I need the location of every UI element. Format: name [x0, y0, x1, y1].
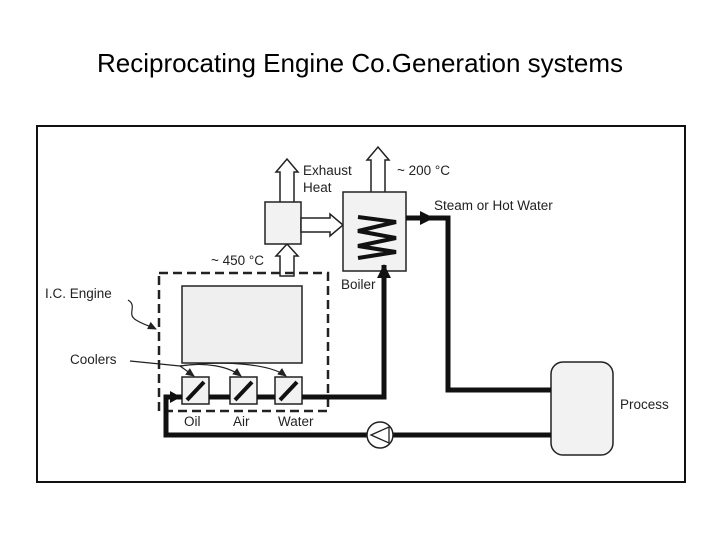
label-air: Air: [233, 414, 250, 429]
boiler-stack-arrow: [365, 145, 391, 194]
coolers-leader-line: [129, 360, 181, 367]
cooler-oil: [181, 376, 210, 405]
coolers-leader-branch-2: [179, 363, 242, 377]
label-temp-engine-exhaust: ~ 450 °C: [211, 253, 264, 268]
exhaust-duct-up: [274, 242, 300, 277]
label-exhaust-line1: Exhaust: [303, 163, 352, 178]
label-process: Process: [620, 397, 669, 412]
exhaust-duct-to-boiler: [300, 212, 345, 238]
heat-exchanger-box: [264, 201, 302, 245]
label-steam-or-hot-water: Steam or Hot Water: [434, 198, 553, 213]
coolers-leader-branch-1: [179, 365, 195, 377]
label-coolers: Coolers: [70, 352, 117, 367]
boiler-inlet-arrowhead: [377, 264, 391, 278]
label-temp-boiler-out: ~ 200 °C: [397, 163, 450, 178]
pump-symbol: [366, 421, 394, 449]
label-exhaust-line2: Heat: [303, 180, 332, 195]
cooler-water: [274, 376, 303, 405]
label-ic-engine: I.C. Engine: [45, 286, 112, 301]
boiler-box: [342, 191, 407, 272]
boiler-coil: [357, 215, 397, 260]
oil-cooler-inlet-arrowhead: [170, 391, 181, 403]
cooler-air: [229, 376, 258, 405]
coolers-leader-branch-3: [179, 362, 287, 377]
label-oil: Oil: [184, 414, 201, 429]
diagram-frame: [36, 125, 686, 483]
process-vessel: [550, 361, 614, 456]
slide-title: Reciprocating Engine Co.Generation syste…: [96, 48, 624, 78]
engine-leader-line: [127, 299, 157, 330]
engine-dashed-boundary: [157, 271, 330, 413]
label-water: Water: [278, 414, 314, 429]
ic-engine-body: [181, 285, 303, 364]
steam-flow-arrowhead: [420, 211, 434, 225]
label-boiler: Boiler: [341, 277, 376, 292]
